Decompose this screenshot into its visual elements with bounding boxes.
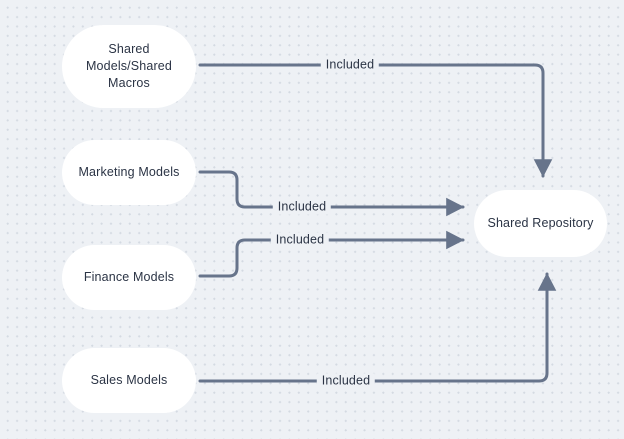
edge-label-shared-models: Included <box>320 57 380 73</box>
edge-sales-models-to-repository <box>198 272 557 383</box>
edge-marketing-models-to-repository <box>198 170 465 217</box>
edge-label-marketing-models: Included <box>272 199 332 215</box>
node-marketing-models[interactable]: Marketing Models <box>62 140 196 205</box>
node-label: Finance Models <box>83 270 175 284</box>
node-label: Sales Models <box>90 373 168 387</box>
node-shared-repository[interactable]: Shared Repository <box>474 190 607 257</box>
edge-label-sales-models: Included <box>316 373 376 389</box>
node-sales-models[interactable]: Sales Models <box>62 348 196 413</box>
node-label: Marketing Models <box>78 165 180 179</box>
edge-finance-models-to-repository <box>198 230 465 278</box>
node-finance-models[interactable]: Finance Models <box>62 245 196 310</box>
edge-label-finance-models: Included <box>270 232 330 248</box>
node-label: Shared Repository <box>487 216 594 230</box>
edge-shared-models-to-repository <box>198 63 553 178</box>
